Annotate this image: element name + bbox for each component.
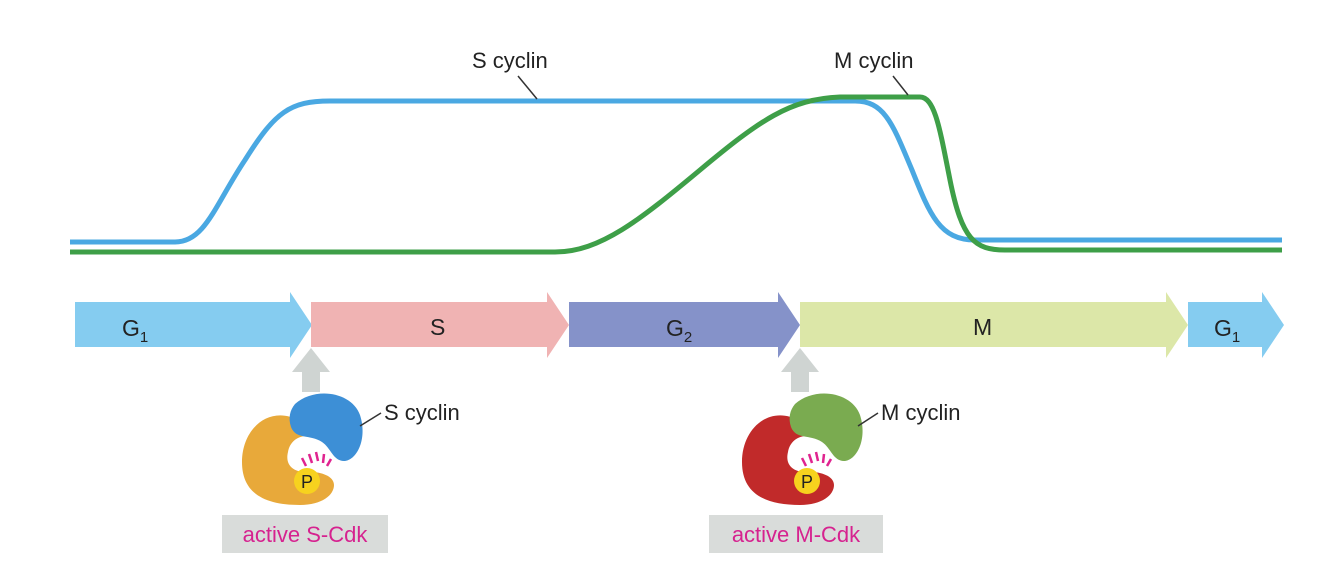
phosphate-icon [794, 468, 820, 494]
phosphate-label: P [301, 472, 313, 492]
phase-arrow-shape [75, 292, 312, 358]
phase-arrow-shape [800, 292, 1188, 358]
phase-label: M [973, 314, 992, 340]
m-cdk-complex: P M cyclin active M-Cdk [709, 348, 960, 553]
cyclin-subunit [289, 393, 363, 461]
s-cyclin-curve [70, 98, 1282, 245]
phase-label: G1 [1214, 315, 1240, 346]
phosphorylation-ticks [800, 451, 833, 467]
phase-arrows: G1 S G2 M G1 [75, 292, 1284, 358]
s-cdk-complex: P S cyclin active S-Cdk [222, 348, 460, 553]
active-s-cdk-box [222, 515, 388, 553]
active-m-cdk-label: active M-Cdk [732, 522, 861, 547]
phosphate-icon [294, 468, 320, 494]
phase-arrow-m: M [800, 292, 1188, 358]
s-cyclin-leader-line [517, 75, 538, 100]
cyclin-curves: S cyclin M cyclin [70, 48, 1282, 255]
s-cyclin-curve-label: S cyclin [472, 48, 548, 73]
active-m-cdk-box [709, 515, 883, 553]
phase-arrow-shape [569, 292, 800, 358]
phase-arrow-s: S [311, 292, 569, 358]
phase-arrow-shape [1188, 292, 1284, 358]
phase-label: S [430, 314, 445, 340]
phase-label: G2 [666, 315, 692, 346]
m-phase-trigger-arrow [781, 348, 819, 392]
phase-label: G1 [122, 315, 148, 346]
phase-arrow-g1-start: G1 [75, 292, 312, 358]
m-cyclin-pointer-line [857, 412, 879, 427]
phosphate-label: P [801, 472, 813, 492]
s-cyclin-pointer-line [359, 412, 382, 427]
s-phase-trigger-arrow [292, 348, 330, 392]
m-cyclin-curve-label: M cyclin [834, 48, 913, 73]
cyclin-subunit [789, 393, 863, 461]
m-cyclin-curve [70, 94, 1282, 255]
active-s-cdk-label: active S-Cdk [243, 522, 369, 547]
m-cdk-cyclin-label: M cyclin [881, 400, 960, 425]
m-cyclin-leader-line [892, 75, 909, 96]
phase-arrow-g1-end: G1 [1188, 292, 1284, 358]
phosphorylation-ticks [300, 451, 333, 467]
phase-arrow-shape [311, 292, 569, 358]
s-cdk-cyclin-label: S cyclin [384, 400, 460, 425]
phase-arrow-g2: G2 [569, 292, 800, 358]
